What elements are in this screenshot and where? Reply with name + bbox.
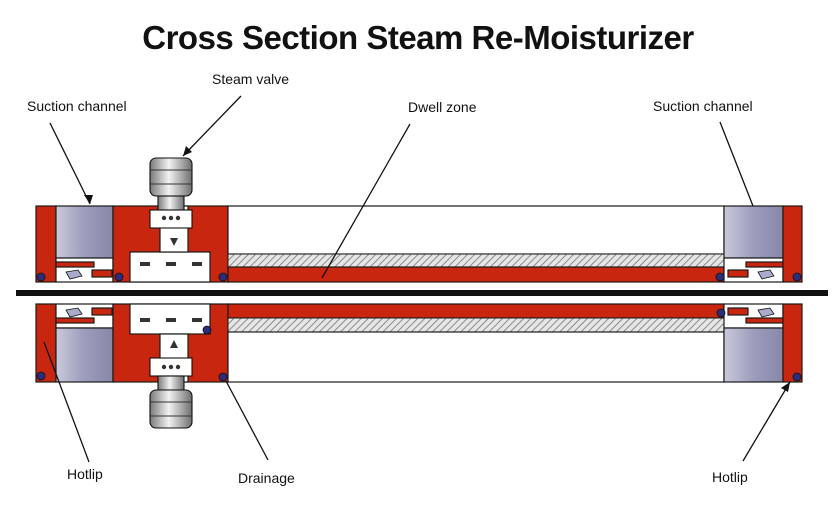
upper-red-band xyxy=(227,266,725,283)
leader-lines xyxy=(43,95,791,463)
lower-right-suction-channel xyxy=(723,327,784,383)
lower-steam-valve xyxy=(149,357,193,429)
upper-right-suction-channel xyxy=(723,205,784,259)
lower-red-band xyxy=(227,303,725,319)
label-hotlip-right: Hotlip xyxy=(712,469,748,485)
leader-dwell-zone xyxy=(321,123,411,279)
upper-left-suction-channel xyxy=(55,205,114,259)
leader-suction-right xyxy=(719,121,754,207)
lower-left-suction-channel xyxy=(55,327,114,383)
upper-steam-valve xyxy=(149,157,193,229)
label-suction-channel-left: Suction channel xyxy=(27,98,127,114)
leader-steam-valve xyxy=(182,95,242,157)
leader-suction-left xyxy=(49,122,91,205)
drainage-dot xyxy=(218,372,228,382)
label-dwell-zone: Dwell zone xyxy=(408,99,477,115)
leader-hotlip-left xyxy=(43,341,90,463)
upper-steam-chamber xyxy=(129,251,211,283)
center-divider xyxy=(16,290,828,296)
lower-dwell-area xyxy=(227,331,725,383)
lower-left-hotlip xyxy=(35,303,57,383)
upper-right-hotlip xyxy=(782,205,803,283)
label-hotlip-left: Hotlip xyxy=(67,466,103,482)
leader-drainage xyxy=(225,380,269,461)
lower-hatched-band xyxy=(227,317,725,333)
diagram-title: Cross Section Steam Re-Moisturizer xyxy=(142,19,694,56)
lower-assembly xyxy=(35,303,803,383)
label-suction-channel-right: Suction channel xyxy=(653,98,753,114)
label-steam-valve: Steam valve xyxy=(212,71,289,87)
label-drainage: Drainage xyxy=(238,470,295,486)
upper-dwell-area xyxy=(227,205,725,255)
upper-left-hotlip xyxy=(35,205,57,283)
lower-right-hotlip xyxy=(782,303,803,383)
upper-hatched-band xyxy=(227,253,725,268)
upper-assembly xyxy=(35,205,803,283)
upper-left-seal-dot xyxy=(36,272,46,282)
leader-hotlip-right xyxy=(742,381,791,462)
